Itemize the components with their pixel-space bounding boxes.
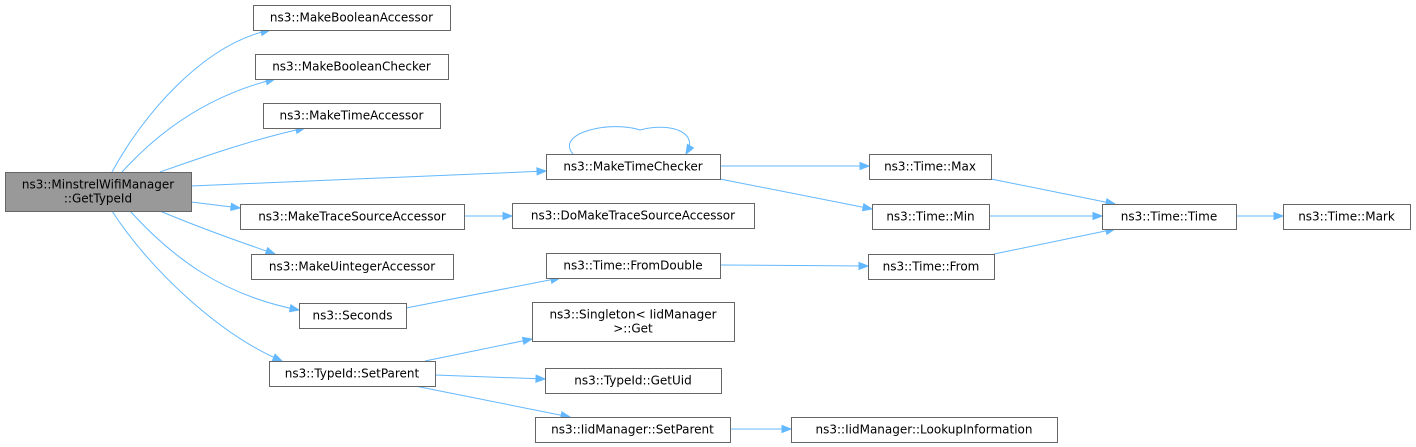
edge-root-to-make-time-checker <box>190 170 547 187</box>
node-typeid-set-parent[interactable]: ns3::TypeId::SetParent <box>269 361 436 387</box>
node-label: ns3::TypeId::SetParent <box>285 367 420 381</box>
node-make-trace-source-accessor[interactable]: ns3::MakeTraceSourceAccessor <box>240 204 465 230</box>
node-label: >::Get <box>613 322 653 336</box>
arrowhead-icon <box>858 261 870 271</box>
node-box <box>255 54 449 80</box>
node-label: ::GetTypeId <box>64 192 132 206</box>
node-label: ns3::Time::Time <box>1121 210 1217 224</box>
node-singleton-get[interactable]: ns3::Singleton< IidManager>::Get <box>532 302 735 342</box>
edge-root-to-seconds <box>129 210 300 311</box>
node-box <box>546 253 721 279</box>
node-box <box>1283 204 1411 230</box>
edge-time-from-to-time-time <box>993 228 1116 255</box>
edge-typeid-set-parent-to-typeid-get-uid <box>434 374 546 380</box>
node-label: ns3::TypeId::GetUid <box>574 374 692 388</box>
arrowhead-icon <box>861 203 874 212</box>
node-do-make-trace-source-accessor[interactable]: ns3::DoMakeTraceSourceAccessor <box>512 203 755 229</box>
edge-typeid-set-parent-to-iidmanager-set-parent <box>414 385 571 418</box>
node-box <box>240 204 465 230</box>
arrowhead-icon <box>271 353 284 362</box>
node-box <box>1102 204 1237 230</box>
edge-root-to-make-time-accessor <box>159 127 306 173</box>
node-box <box>546 154 721 180</box>
node-make-boolean-checker[interactable]: ns3::MakeBooleanChecker <box>255 54 449 80</box>
node-label: ns3::Singleton< IidManager <box>549 308 716 322</box>
node-label: ns3::MakeTimeAccessor <box>280 109 424 123</box>
node-label: ns3::MakeUintegerAccessor <box>269 260 435 274</box>
node-box <box>535 417 731 443</box>
node-make-uinteger-accessor[interactable]: ns3::MakeUintegerAccessor <box>251 254 454 280</box>
node-box <box>253 5 451 31</box>
node-time-from-double[interactable]: ns3::Time::FromDouble <box>546 253 721 279</box>
arrowhead-icon <box>685 143 695 156</box>
node-box <box>868 254 995 280</box>
edge-seconds-to-time-from-double <box>405 277 561 309</box>
node-label: ns3::IidManager::LookupInformation <box>816 423 1033 437</box>
node-box <box>869 154 992 180</box>
edge-root-to-typeid-set-parent <box>111 210 283 362</box>
node-iidmanager-lookup-information[interactable]: ns3::IidManager::LookupInformation <box>791 417 1058 443</box>
arrowhead-icon <box>535 374 547 383</box>
node-time-time[interactable]: ns3::Time::Time <box>1102 204 1237 230</box>
node-label: ns3::MinstrelWifiManager <box>22 178 174 192</box>
node-label: ns3::Time::Min <box>886 210 974 224</box>
node-time-from[interactable]: ns3::Time::From <box>868 254 995 280</box>
node-box <box>791 417 1058 443</box>
node-box <box>299 303 407 329</box>
arrowhead-icon <box>1273 211 1285 221</box>
arrowhead-icon <box>1092 211 1104 221</box>
node-label: ns3::MakeBooleanChecker <box>272 60 431 74</box>
node-label: ns3::MakeTraceSourceAccessor <box>258 210 446 224</box>
node-iidmanager-set-parent[interactable]: ns3::IidManager::SetParent <box>535 417 731 443</box>
edge-root-to-make-boolean-checker <box>121 78 276 173</box>
node-label: ns3::MakeBooleanAccessor <box>270 11 433 25</box>
arrowhead-icon <box>859 161 871 171</box>
edge-root-to-make-uinteger-accessor <box>159 210 276 255</box>
edge-typeid-set-parent-to-singleton-get <box>424 338 533 362</box>
node-label: ns3::Time::Mark <box>1298 210 1395 224</box>
arrowhead-icon <box>288 304 301 313</box>
node-typeid-get-uid[interactable]: ns3::TypeId::GetUid <box>545 368 722 394</box>
node-label: ns3::Seconds <box>313 309 393 323</box>
edge-time-from-double-to-time-from <box>719 264 869 267</box>
node-label: ns3::IidManager::SetParent <box>551 423 714 437</box>
node-label: ns3::Time::FromDouble <box>563 259 702 273</box>
node-box <box>5 172 192 212</box>
edge-time-max-to-time-time <box>990 178 1116 205</box>
node-box <box>872 204 990 230</box>
node-label: ns3::DoMakeTraceSourceAccessor <box>531 209 735 223</box>
node-box <box>512 203 755 229</box>
node-label: ns3::Time::From <box>883 260 980 274</box>
node-label: ns3::MakeTimeChecker <box>563 160 702 174</box>
node-box <box>251 254 454 280</box>
node-box <box>263 103 441 129</box>
edge-root-to-make-boolean-accessor <box>111 29 271 173</box>
node-box <box>545 368 722 394</box>
node-box <box>269 361 436 387</box>
arrowhead-icon <box>781 424 793 434</box>
edge-make-time-checker-to-make-time-checker <box>569 126 690 155</box>
node-make-boolean-accessor[interactable]: ns3::MakeBooleanAccessor <box>253 5 451 31</box>
arrowhead-icon <box>502 211 514 221</box>
node-time-max[interactable]: ns3::Time::Max <box>869 154 992 180</box>
node-time-mark[interactable]: ns3::Time::Mark <box>1283 204 1411 230</box>
nodes-layer: ns3::MinstrelWifiManager::GetTypeIdns3::… <box>5 5 1411 443</box>
node-make-time-checker[interactable]: ns3::MakeTimeChecker <box>546 154 721 180</box>
node-seconds[interactable]: ns3::Seconds <box>299 303 407 329</box>
node-root[interactable]: ns3::MinstrelWifiManager::GetTypeId <box>5 172 192 212</box>
arrowhead-icon <box>536 167 548 176</box>
node-make-time-accessor[interactable]: ns3::MakeTimeAccessor <box>263 103 441 129</box>
node-time-min[interactable]: ns3::Time::Min <box>872 204 990 230</box>
edge-make-time-checker-to-time-min <box>719 178 873 210</box>
node-label: ns3::Time::Max <box>884 160 976 174</box>
arrowhead-icon <box>230 202 242 212</box>
arrowhead-icon <box>264 246 277 255</box>
arrowhead-icon <box>521 336 534 346</box>
node-box <box>532 302 735 342</box>
